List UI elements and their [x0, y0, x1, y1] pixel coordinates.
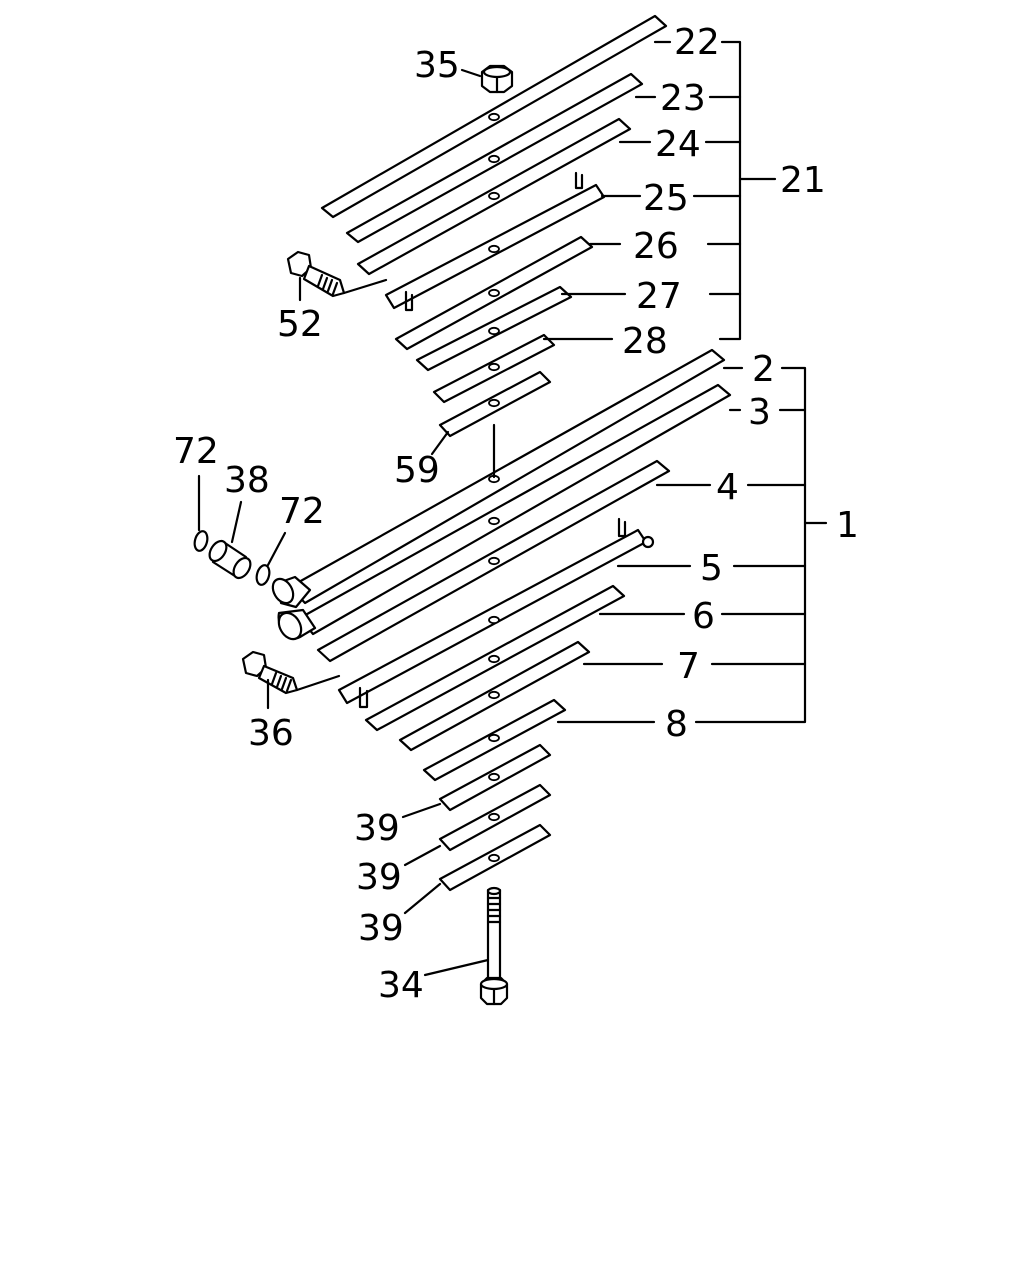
callout-6: 6: [692, 596, 715, 637]
upper-spring-assembly: [286, 14, 668, 438]
callout-22: 22: [674, 22, 720, 63]
callout-27: 27: [636, 276, 682, 317]
callout-21: 21: [780, 160, 826, 201]
shim-plate-39-b: [438, 783, 552, 852]
callout-34: 34: [378, 965, 424, 1006]
shim-plate-39-c: [438, 823, 552, 892]
callout-36: 36: [248, 713, 294, 754]
shim-plate-39-a: [438, 743, 552, 812]
callout-39-c: 39: [358, 908, 404, 949]
ring-72-left: [193, 530, 209, 552]
leaf-3: [277, 383, 732, 641]
callout-7: 7: [677, 646, 700, 687]
callout-1: 1: [836, 505, 859, 546]
callout-39-a: 39: [354, 808, 400, 849]
leaf-27: [415, 285, 573, 372]
leaf-22: [320, 14, 668, 219]
callout-25: 25: [643, 178, 689, 219]
leaf-28: [432, 333, 556, 404]
leaf-24: [356, 117, 632, 276]
callout-3: 3: [748, 392, 771, 433]
callout-8: 8: [665, 704, 688, 745]
callout-35: 35: [414, 45, 460, 86]
ring-72-right: [255, 564, 271, 586]
callout-5: 5: [700, 548, 723, 589]
lower-spring-assembly: [193, 348, 732, 1006]
callout-38: 38: [224, 460, 270, 501]
leaf-26: [394, 235, 594, 351]
leaf-2-main: [271, 348, 726, 609]
callout-72-left: 72: [173, 431, 219, 472]
callout-72-right: 72: [279, 491, 325, 532]
callout-labels: 35 22 23 24 21 25 26 27 28 52 59 2 3 1 4…: [173, 22, 859, 1006]
leader-lines: [197, 40, 828, 977]
callout-23: 23: [660, 78, 706, 119]
leaf-6: [364, 584, 626, 732]
leaf-4: [316, 459, 671, 663]
clip-bolt-36: [241, 650, 341, 695]
leaf-8: [422, 698, 567, 782]
clip-bolt-52: [286, 250, 388, 298]
bushing-38: [208, 539, 252, 580]
callout-4: 4: [716, 467, 739, 508]
callout-52: 52: [277, 304, 323, 345]
callout-39-b: 39: [356, 857, 402, 898]
callout-24: 24: [655, 124, 701, 165]
leaf-5-with-clips: [337, 517, 655, 709]
callout-28: 28: [622, 321, 668, 362]
leaf-7: [398, 640, 591, 752]
leaf-23: [345, 72, 644, 244]
callout-26: 26: [633, 226, 679, 267]
center-bolt-34: [479, 886, 509, 1006]
callout-59: 59: [394, 450, 440, 491]
callout-2: 2: [752, 349, 775, 390]
nut-35: [480, 64, 514, 94]
